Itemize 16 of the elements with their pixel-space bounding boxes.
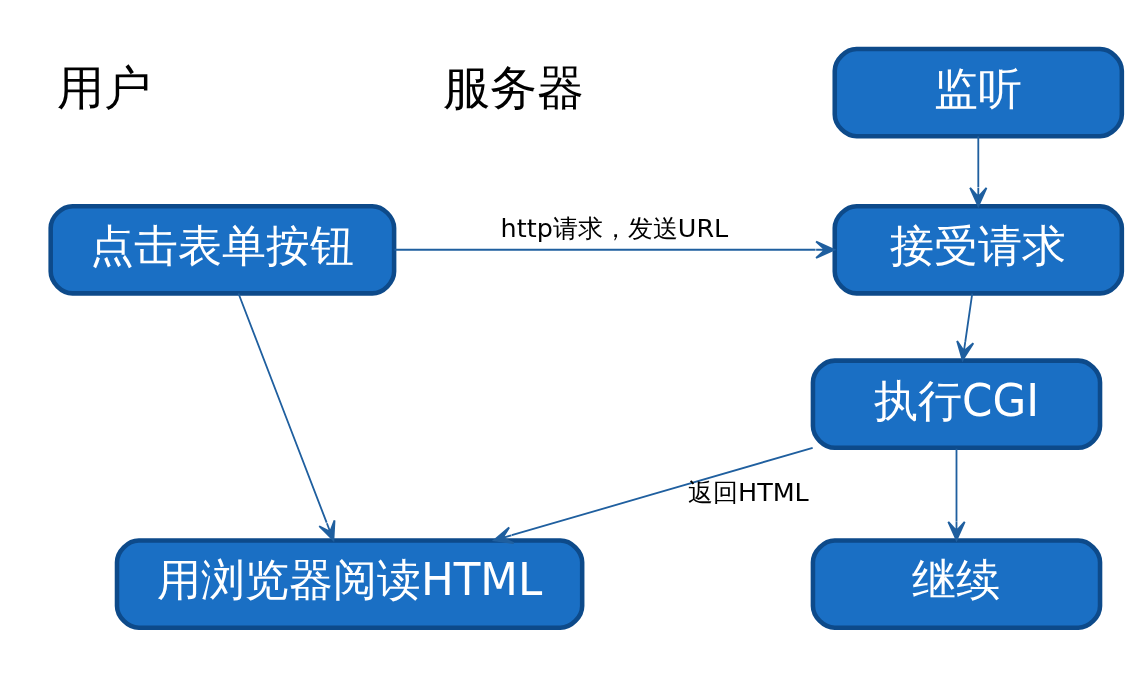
arrow (956, 292, 975, 361)
label: 服务器 (442, 59, 584, 115)
node-box: 执行CGI (810, 357, 1103, 450)
edge-label: 返回HTML (688, 476, 809, 507)
arrow (393, 240, 836, 259)
arrow (969, 134, 988, 207)
node-box: 点击表单按钮 (48, 203, 397, 296)
node-box: 用浏览器阅读HTML (114, 537, 585, 630)
edge-label: http请求，发送URL (500, 212, 729, 243)
node-box: 监听 (832, 46, 1125, 138)
node-box: 继续 (810, 537, 1103, 630)
arrow (947, 447, 966, 541)
arrow (237, 292, 336, 541)
node-box: 接受请求 (832, 203, 1125, 296)
label: 用户 (57, 59, 152, 115)
arrow (493, 446, 814, 544)
